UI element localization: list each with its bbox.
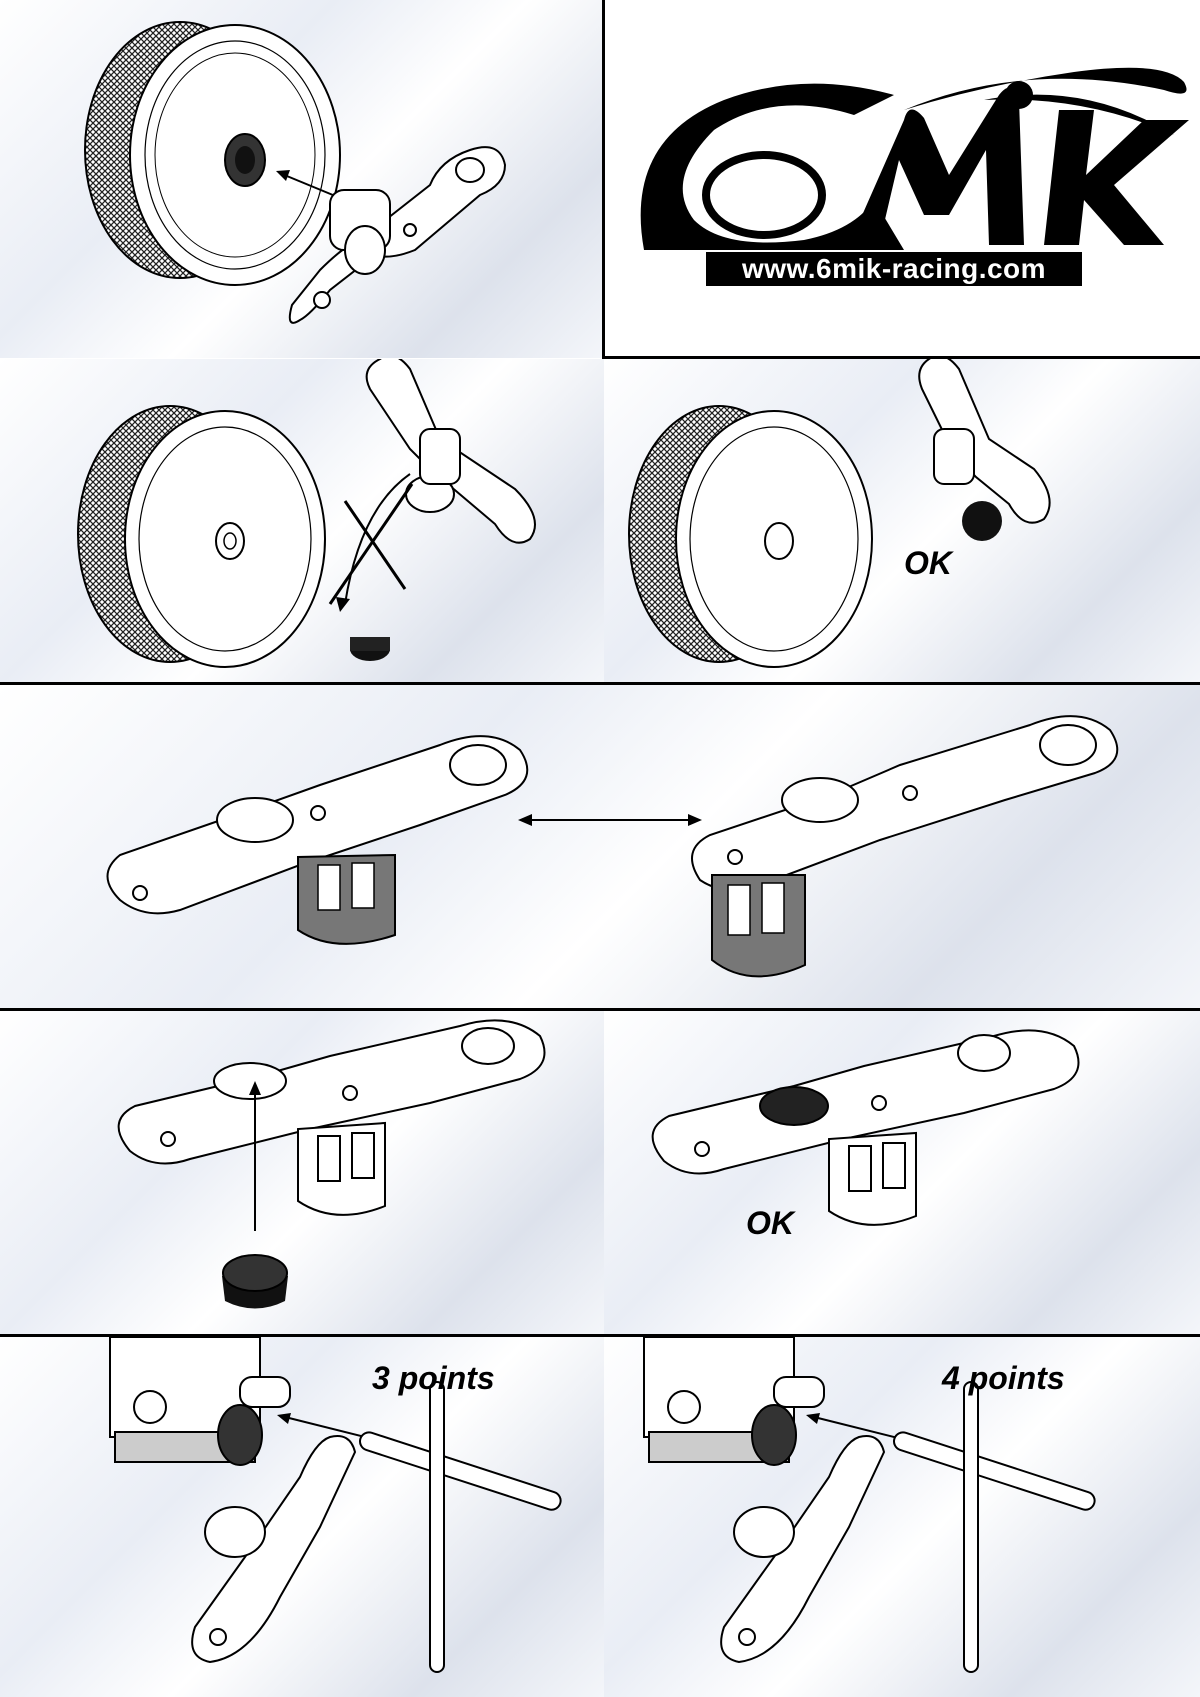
divider-row-3 bbox=[0, 1008, 1200, 1011]
arrow-curve bbox=[336, 473, 411, 612]
ok-label: OK bbox=[746, 1205, 794, 1241]
website-url[interactable]: www.6mik-racing.com bbox=[706, 252, 1082, 286]
divider-vertical-top bbox=[602, 0, 605, 358]
logo-panel bbox=[604, 0, 1200, 356]
brand-logo bbox=[640, 67, 1189, 250]
engine bbox=[109, 1337, 291, 1466]
panel-nut-ok bbox=[604, 1011, 1200, 1336]
wrench bbox=[288, 146, 507, 324]
wheel-nut bbox=[962, 501, 1002, 541]
wheel bbox=[84, 21, 341, 286]
cross-wrench bbox=[359, 1381, 562, 1673]
wheel-nut bbox=[759, 1086, 829, 1126]
wrench-insert bbox=[297, 853, 396, 945]
cross-wrench bbox=[893, 1381, 1096, 1673]
wrench-insert bbox=[711, 874, 806, 978]
wrench bbox=[720, 1435, 886, 1664]
wheel bbox=[628, 405, 873, 668]
wrench bbox=[918, 359, 1051, 524]
engine bbox=[643, 1337, 825, 1466]
divider-vertical-bottom bbox=[602, 359, 605, 1697]
divider-row-2 bbox=[0, 682, 1200, 685]
wheel-nut bbox=[222, 1254, 288, 1309]
panel-insert-flip bbox=[0, 685, 1200, 1010]
arrow-double bbox=[518, 814, 702, 826]
wrench bbox=[365, 359, 536, 544]
wheel-nut bbox=[350, 637, 390, 661]
panel-wheel-wrong bbox=[0, 359, 604, 683]
panel-nut-insert bbox=[0, 1011, 604, 1336]
wrench bbox=[191, 1435, 357, 1664]
wheel bbox=[77, 405, 326, 668]
four-points-label: 4 points bbox=[942, 1360, 1065, 1396]
wrench-insert bbox=[297, 1121, 386, 1216]
wrench-insert bbox=[828, 1131, 917, 1226]
cross-mark-icon bbox=[328, 483, 414, 605]
arrow-up bbox=[249, 1081, 261, 1231]
panel-wheel-ok bbox=[604, 359, 1200, 683]
panel-3-points bbox=[0, 1337, 604, 1697]
panel-4-points bbox=[604, 1337, 1200, 1697]
divider-row-4 bbox=[0, 1334, 1200, 1337]
divider-row-1 bbox=[602, 356, 1200, 359]
ok-label: OK bbox=[904, 545, 952, 581]
panel-wheel-insert bbox=[0, 0, 604, 358]
wrench bbox=[106, 735, 529, 915]
three-points-label: 3 points bbox=[372, 1360, 495, 1396]
wrench bbox=[651, 1029, 1080, 1175]
wrench bbox=[691, 715, 1119, 891]
wrench bbox=[117, 1019, 546, 1165]
